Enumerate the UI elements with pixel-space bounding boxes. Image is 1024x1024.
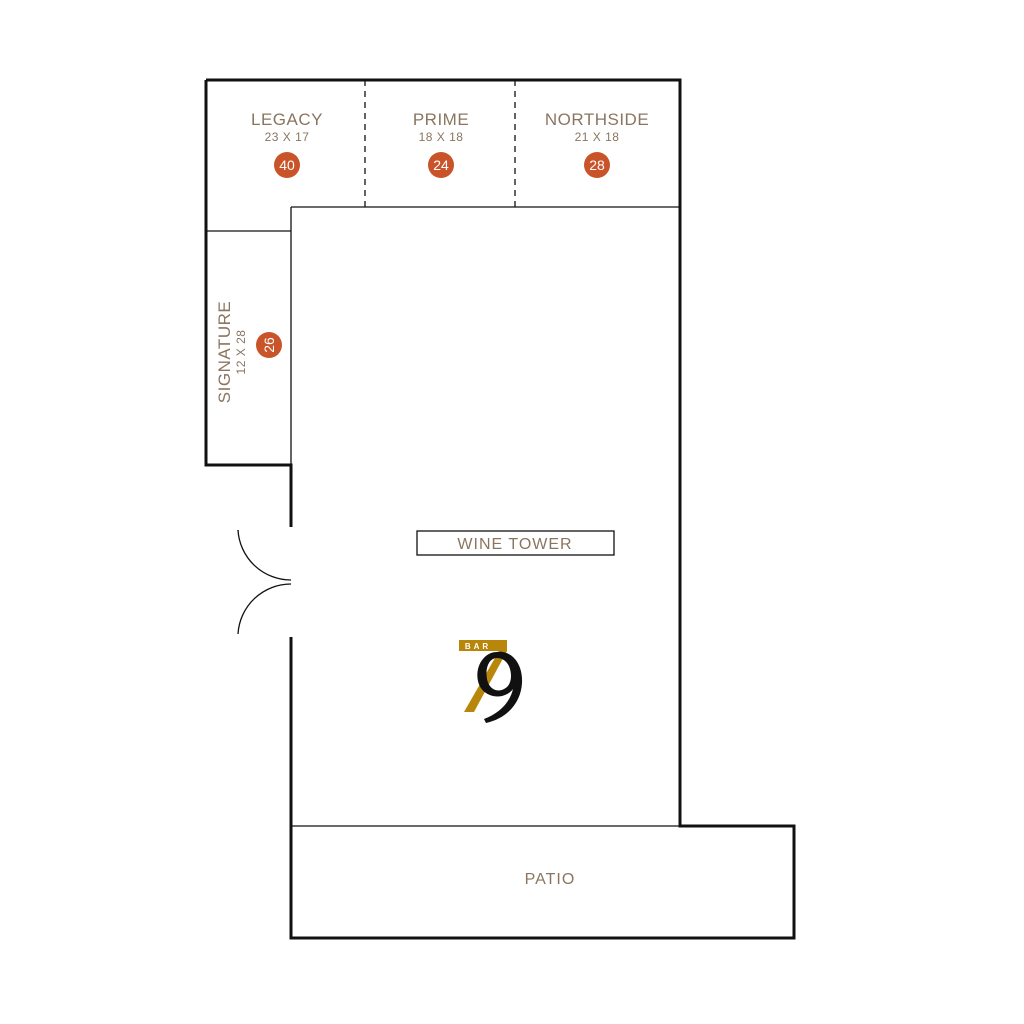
patio-label: PATIO: [525, 871, 576, 888]
wine-tower: WINE TOWER: [416, 530, 615, 556]
room-signature[interactable]: SIGNATURE 12 X 28 26: [215, 301, 282, 403]
room-signature-capacity: 26: [261, 337, 277, 353]
room-northside-dimensions: 21 X 18: [575, 130, 620, 144]
room-signature-name: SIGNATURE: [215, 301, 234, 403]
room-legacy[interactable]: LEGACY 23 X 17 40: [251, 110, 323, 178]
logo-top-bar: [459, 640, 507, 651]
bar-79-logo: BAR: [459, 640, 523, 723]
room-northside-capacity: 28: [589, 157, 605, 173]
logo-nine: [477, 651, 523, 723]
building-outline: [204, 78, 796, 940]
patio[interactable]: PATIO: [525, 871, 576, 888]
room-prime-name: PRIME: [413, 110, 469, 129]
room-northside-name: NORTHSIDE: [545, 110, 649, 129]
room-prime[interactable]: PRIME 18 X 18 24: [413, 110, 469, 178]
logo-small-text: BAR: [465, 642, 491, 651]
room-prime-capacity: 24: [433, 157, 449, 173]
room-signature-dimensions: 12 X 28: [234, 330, 248, 375]
room-northside[interactable]: NORTHSIDE 21 X 18 28: [545, 110, 649, 178]
room-northside-capacity-badge: [584, 152, 610, 178]
room-legacy-dimensions: 23 X 17: [265, 130, 310, 144]
room-legacy-capacity: 40: [279, 157, 295, 173]
interior-walls: [206, 206, 680, 827]
room-prime-capacity-badge: [428, 152, 454, 178]
wine-tower-label: WINE TOWER: [457, 536, 572, 553]
room-signature-capacity-badge: [256, 332, 282, 358]
room-legacy-capacity-badge: [274, 152, 300, 178]
room-prime-dimensions: 18 X 18: [419, 130, 464, 144]
entrance-doors: [237, 527, 293, 637]
room-legacy-name: LEGACY: [251, 110, 323, 129]
